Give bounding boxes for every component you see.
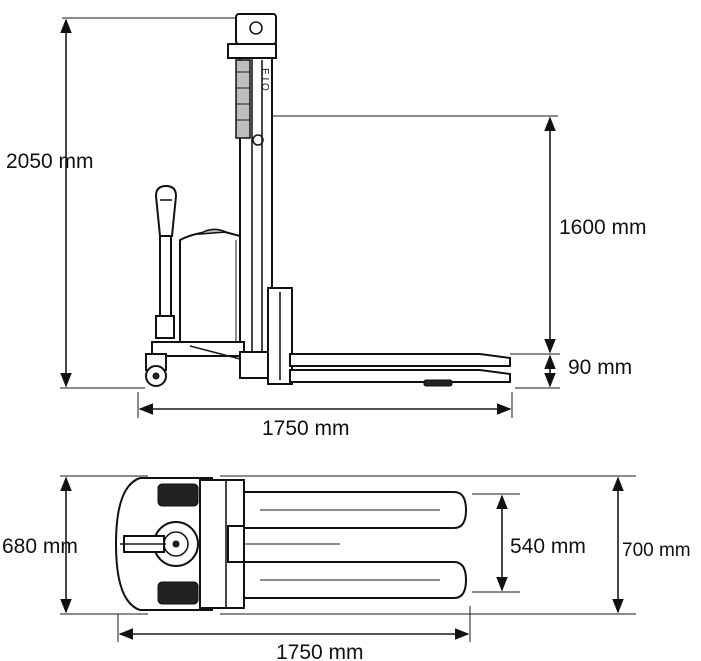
chassis-top [114, 477, 245, 611]
top-length-label: 1750 mm [276, 641, 364, 661]
lowered-height-label: 90 mm [568, 356, 632, 379]
forks-top [243, 491, 468, 599]
mast-label: E I O [259, 68, 270, 91]
overall-width-label: 700 mm [622, 540, 691, 561]
forks [289, 353, 511, 387]
fork-spread-label: 540 mm [510, 535, 586, 558]
mast: E I O [227, 13, 277, 371]
overall-height-label: 2050 mm [6, 150, 94, 173]
steer-wheel [145, 353, 167, 387]
tiller-handle [154, 184, 178, 339]
lift-height-label: 1600 mm [559, 216, 647, 239]
side-length-label: 1750 mm [262, 417, 350, 440]
power-unit [179, 228, 241, 343]
fork-carriage [267, 287, 293, 385]
side-view: E I O [60, 13, 560, 418]
chassis-width-label: 680 mm [2, 535, 78, 558]
top-view [60, 475, 636, 642]
